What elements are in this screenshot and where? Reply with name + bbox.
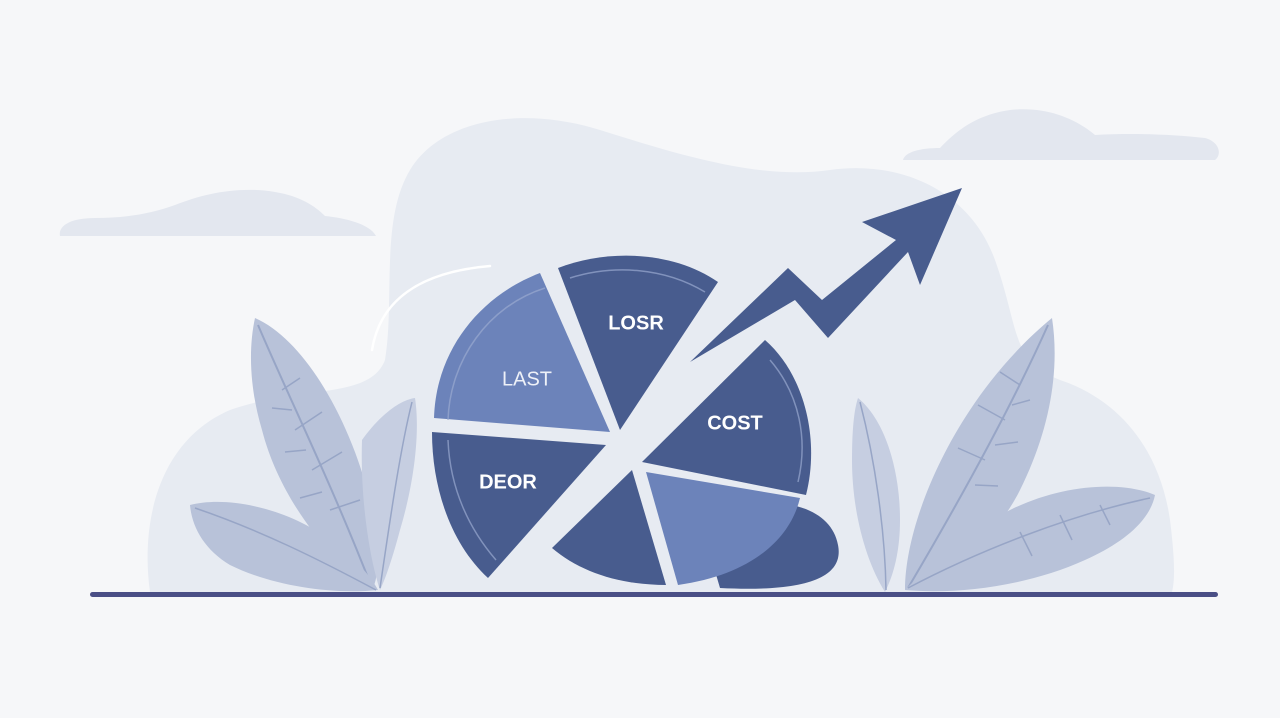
leaf-icon-right: [852, 318, 1155, 592]
pie-slice-bottom: [552, 470, 666, 585]
pie-label-last: LAST: [502, 368, 552, 390]
trend-up-arrow-icon: [690, 188, 962, 362]
pie-slice-last: [434, 273, 610, 432]
pie-slice-bottom-right: [646, 472, 800, 585]
leaf-icon-left: [190, 318, 417, 592]
cloud-icon-right: [903, 109, 1219, 160]
pie-inner-outline: [447, 269, 803, 561]
pie-illustration: [432, 255, 839, 589]
pie-slice-deor: [432, 432, 606, 578]
cloud-icon-left: [59, 189, 377, 236]
ground-line: [90, 592, 1218, 597]
pie-slice-cost: [642, 340, 812, 495]
pie-label-cost: COST: [707, 412, 763, 434]
pie-slice-losr: [558, 255, 718, 430]
decorative-arc: [370, 264, 492, 352]
pie-label-deor: DEOR: [479, 471, 537, 493]
pie-label-losr: LOSR: [608, 312, 664, 334]
